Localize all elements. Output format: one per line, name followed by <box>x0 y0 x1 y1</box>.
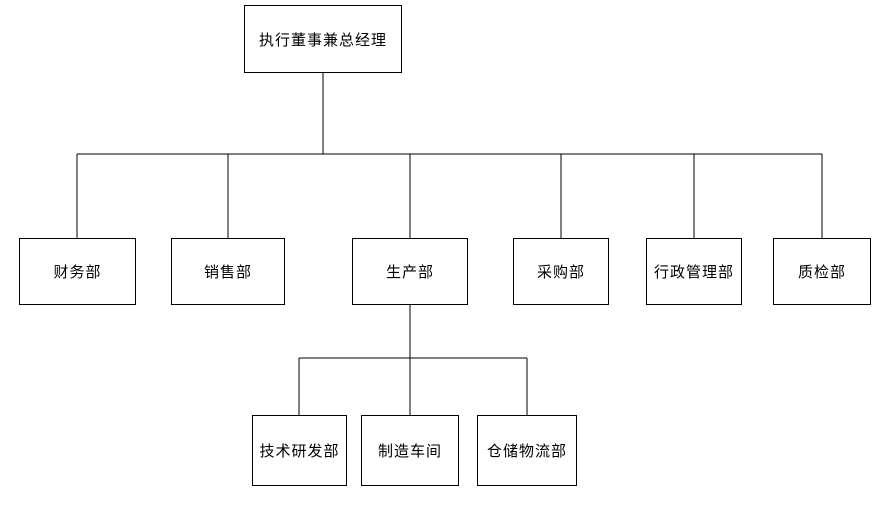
node-label: 财务部 <box>53 265 102 281</box>
node-tech-rd-dept: 技术研发部 <box>252 415 347 486</box>
node-manufacturing-workshop: 制造车间 <box>361 415 459 486</box>
node-production-dept: 生产部 <box>352 238 468 305</box>
node-executive-director-general-manager: 执行董事兼总经理 <box>244 5 402 73</box>
node-admin-management-dept: 行政管理部 <box>646 238 742 305</box>
node-sales-dept: 销售部 <box>171 238 285 305</box>
node-purchasing-dept: 采购部 <box>513 238 609 305</box>
node-label: 采购部 <box>536 265 585 281</box>
node-label: 质检部 <box>797 265 846 281</box>
node-label: 制造车间 <box>377 444 442 460</box>
node-label: 执行董事兼总经理 <box>258 32 387 49</box>
node-label: 技术研发部 <box>259 444 340 460</box>
node-finance-dept: 财务部 <box>19 238 136 305</box>
node-label: 行政管理部 <box>653 265 734 281</box>
node-label: 仓储物流部 <box>486 444 567 460</box>
node-label: 生产部 <box>385 265 434 281</box>
node-label: 销售部 <box>203 265 252 281</box>
node-quality-inspection-dept: 质检部 <box>773 238 871 305</box>
node-warehouse-logistics-dept: 仓储物流部 <box>477 415 577 486</box>
